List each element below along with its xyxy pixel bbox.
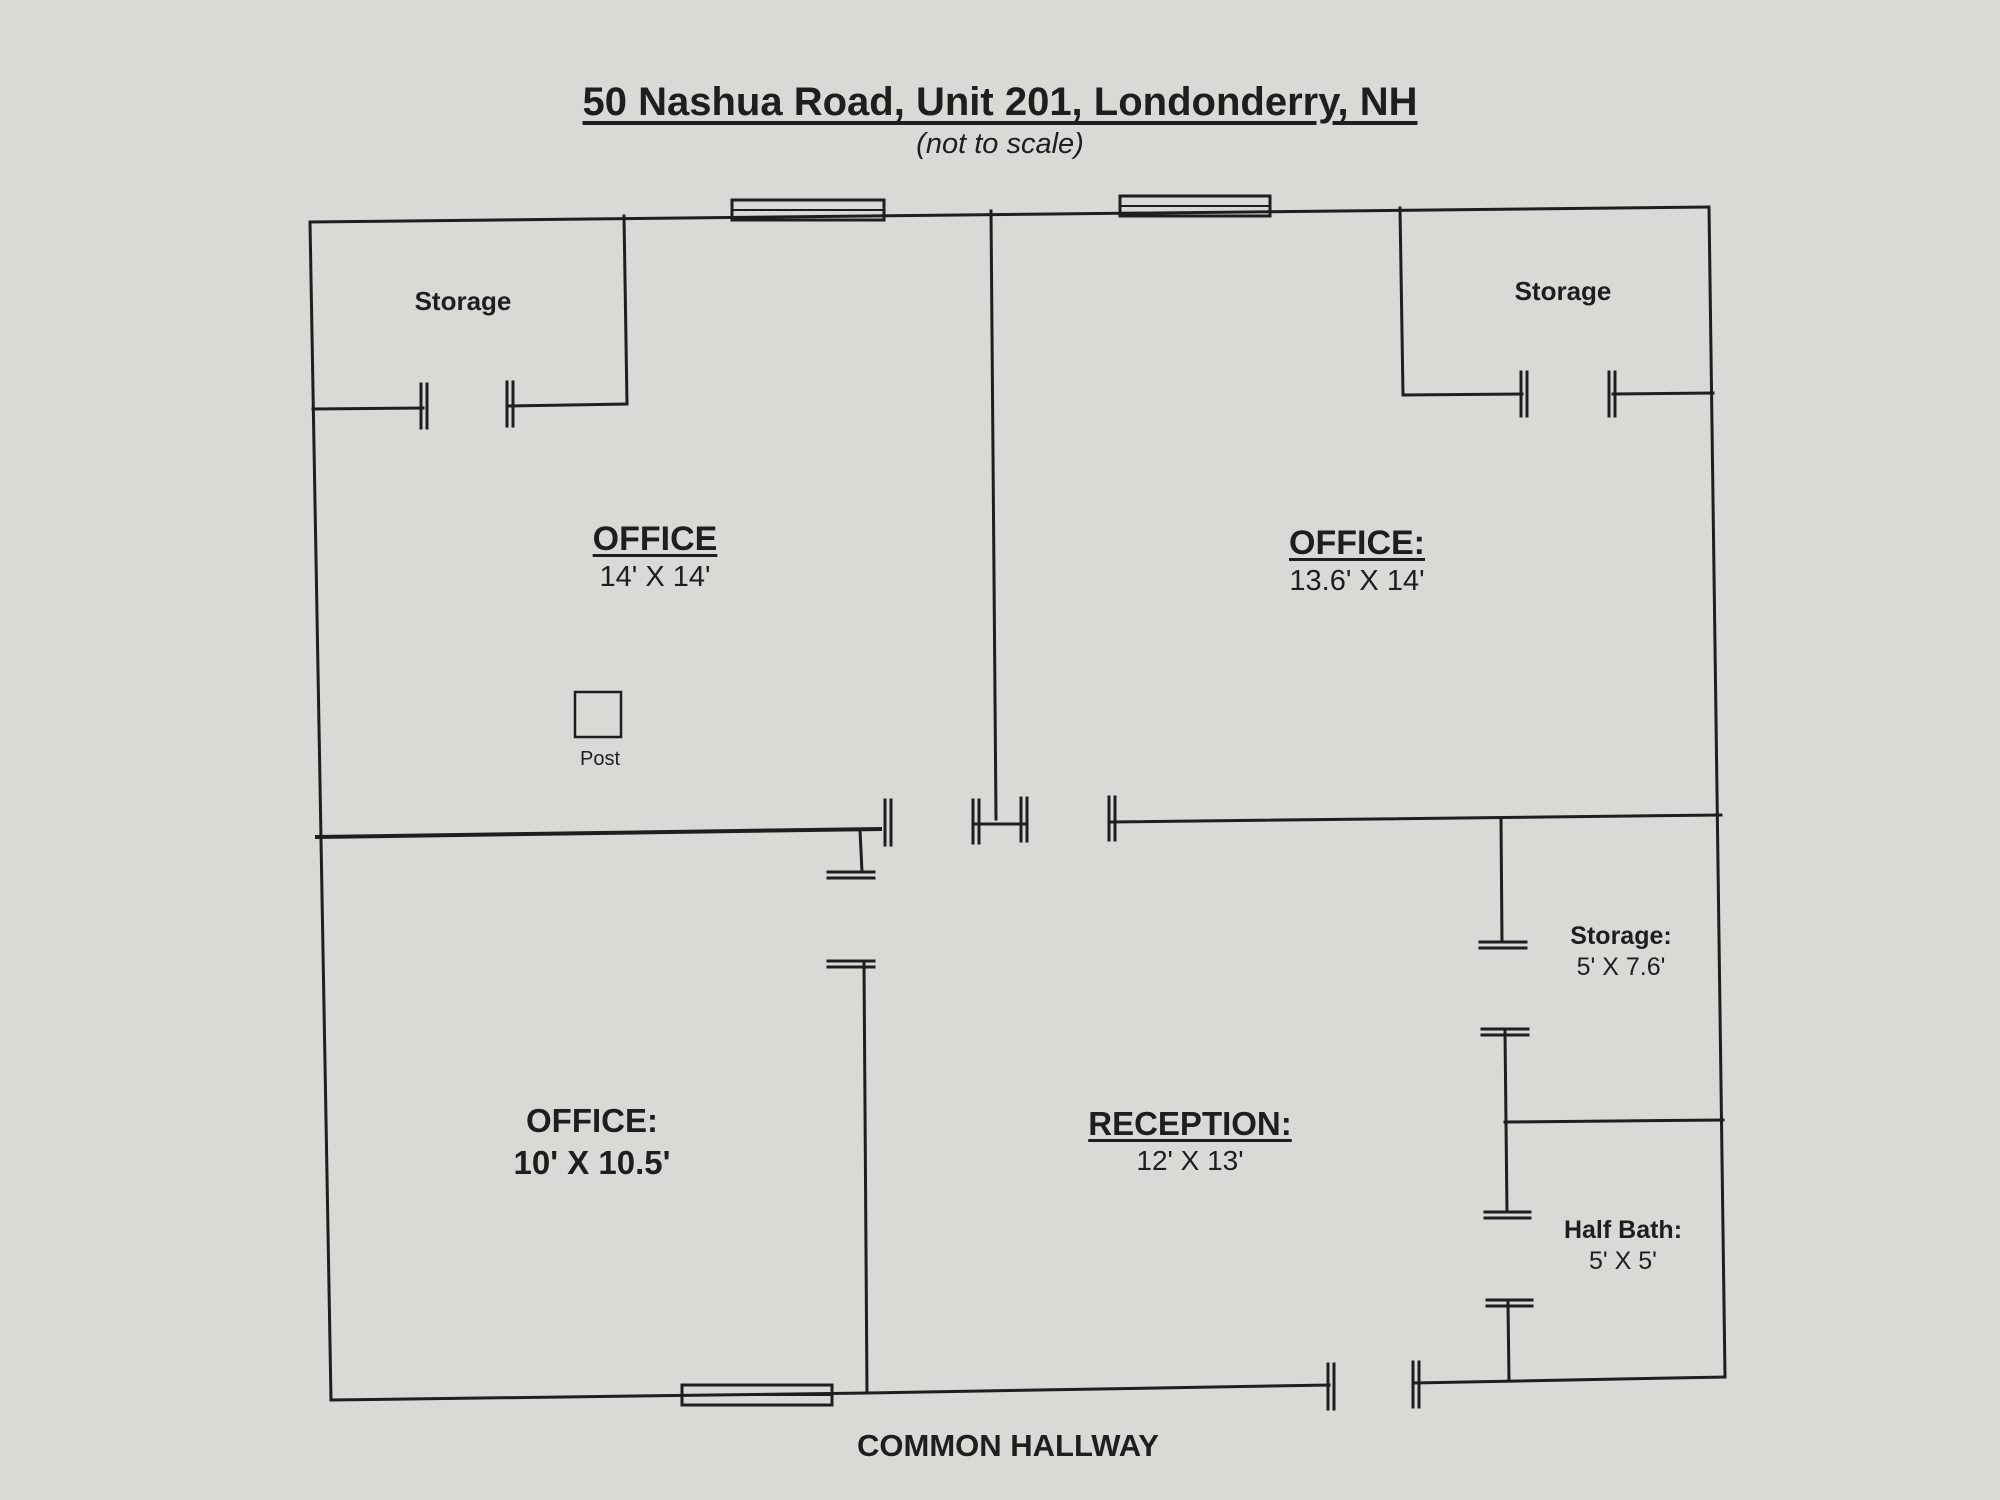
partition-vertical-low xyxy=(1506,1301,1511,1383)
door-right-office xyxy=(1107,795,1117,842)
wall-right-horizontal xyxy=(1110,813,1723,824)
reception-name: RECEPTION: xyxy=(1088,1105,1292,1142)
door-center-jamb xyxy=(971,796,1029,845)
office-top-left-size: 14' X 14' xyxy=(599,561,711,593)
door-bottom-office-top xyxy=(826,870,876,880)
exterior-wall-top xyxy=(308,205,1711,224)
storage-tl-wall-right xyxy=(622,214,629,406)
label-storage-top-right: Storage xyxy=(1515,276,1612,307)
plan-subtitle: (not to scale) xyxy=(916,128,1084,160)
reception-size: 12' X 13' xyxy=(1136,1145,1244,1176)
storage-tl-wall-bottom-a xyxy=(311,406,425,411)
half-bath-door-top xyxy=(1483,1210,1532,1220)
office-top-left-name: OFFICE xyxy=(592,520,718,558)
window-bottom xyxy=(680,1383,834,1407)
storage-tl-wall-bottom-b xyxy=(506,402,629,408)
door-left-office xyxy=(883,798,893,847)
label-office-bottom-left: OFFICE: 10' X 10.5' xyxy=(514,1102,671,1182)
label-office-top-right: OFFICE: 13.6' X 14' xyxy=(1289,524,1425,598)
half-bath-size: 5' X 5' xyxy=(1589,1247,1657,1275)
door-bottom-office-lower xyxy=(826,959,876,969)
wall-bottom-office-reception xyxy=(862,962,869,1395)
exterior-wall-bottom-mid xyxy=(865,1383,1331,1395)
post-marker xyxy=(573,690,623,739)
label-storage-top-left: Storage xyxy=(415,286,512,317)
storage-tr-wall-bottom-a xyxy=(1401,392,1524,397)
half-bath-name: Half Bath: xyxy=(1563,1216,1683,1244)
label-storage-small: Storage: 5' X 7.6' xyxy=(1570,922,1671,982)
storage-tr-door xyxy=(1519,370,1617,418)
storage-top-left-name: Storage xyxy=(414,286,512,316)
hallway-label: COMMON HALLWAY xyxy=(857,1428,1159,1464)
entry-door xyxy=(1326,1360,1421,1411)
window-top-right xyxy=(1118,194,1272,218)
storage-tl-door xyxy=(419,380,515,430)
storage-small-door-top xyxy=(1478,940,1528,950)
label-half-bath: Half Bath: 5' X 5' xyxy=(1564,1216,1682,1276)
wall-left-horizontal xyxy=(314,826,883,840)
storage-tr-wall-left xyxy=(1398,206,1405,397)
label-office-top-left: OFFICE 14' X 14' xyxy=(593,520,718,594)
exterior-wall-left xyxy=(308,220,333,1402)
storage-small-name: Storage: xyxy=(1570,922,1672,950)
wall-left-stub xyxy=(858,828,864,874)
exterior-wall-bottom-right xyxy=(1412,1375,1727,1385)
storage-top-right-name: Storage xyxy=(1514,276,1612,306)
office-top-right-size: 13.6' X 14' xyxy=(1289,565,1425,597)
plan-title: 50 Nashua Road, Unit 201, Londonderry, N… xyxy=(0,80,2000,125)
post-label: Post xyxy=(579,748,621,770)
wall-between-top-offices xyxy=(989,209,998,821)
office-bottom-left-name: OFFICE: xyxy=(526,1102,658,1139)
storage-tr-wall-bottom-b xyxy=(1611,391,1715,396)
storage-small-wall-top xyxy=(1499,818,1504,944)
exterior-wall-right xyxy=(1707,205,1727,1379)
office-bottom-left-size: 10' X 10.5' xyxy=(513,1144,671,1181)
partition-storage-bath xyxy=(1503,1118,1725,1124)
office-top-right-name: OFFICE: xyxy=(1289,524,1425,562)
window-top-left xyxy=(730,198,886,222)
label-reception: RECEPTION: 12' X 13' xyxy=(1088,1105,1292,1177)
storage-small-size: 5' X 7.6' xyxy=(1576,953,1666,981)
hallway-label-text: COMMON HALLWAY xyxy=(857,1428,1159,1463)
plan-title-text: 50 Nashua Road, Unit 201, Londonderry, N… xyxy=(582,80,1418,124)
